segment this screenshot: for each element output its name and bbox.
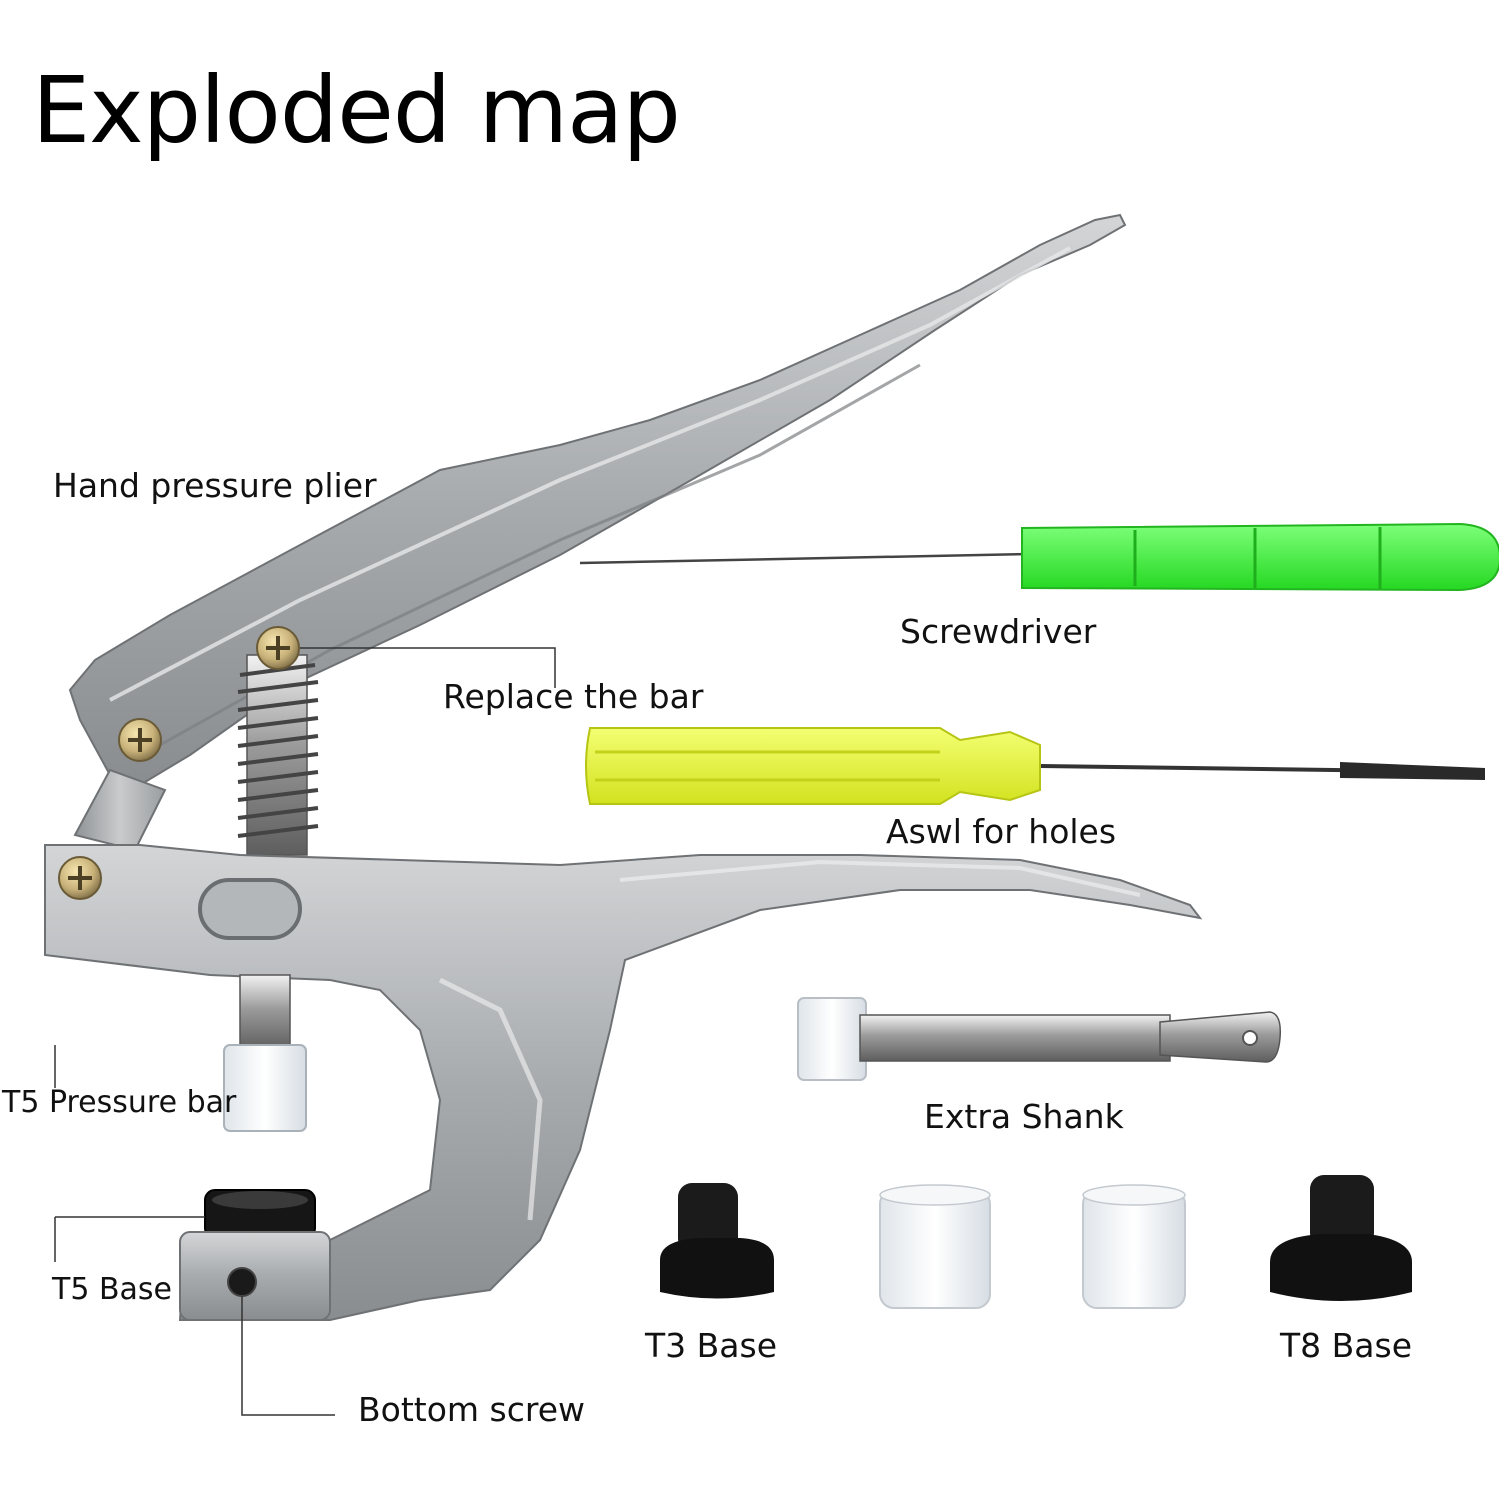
t3-base-part	[660, 1183, 774, 1299]
page-title: Exploded map	[32, 57, 681, 164]
awl-tool	[579, 522, 1499, 592]
label-t5-base: T5 Base	[52, 1272, 172, 1307]
label-screwdriver: Screwdriver	[900, 612, 1097, 651]
link-arm	[73, 768, 167, 852]
screw-icon	[118, 718, 162, 762]
label-extra-shank: Extra Shank	[924, 1097, 1124, 1136]
clear-part	[1082, 1184, 1186, 1309]
label-t3-base: T3 Base	[645, 1326, 777, 1365]
label-bottom-screw: Bottom screw	[358, 1390, 586, 1429]
screw-icon	[256, 626, 300, 670]
spring-assembly	[237, 654, 319, 856]
label-hand-pressure-plier: Hand pressure plier	[53, 466, 377, 505]
screwdriver-tool	[585, 727, 1486, 805]
label-t5-pressure-bar: T5 Pressure bar	[2, 1085, 237, 1120]
t8-base-part	[1270, 1175, 1412, 1301]
lower-body	[44, 844, 1203, 1321]
label-t8-base: T8 Base	[1280, 1326, 1412, 1365]
label-aswl-for-holes: Aswl for holes	[886, 812, 1117, 851]
callout-lines	[54, 647, 556, 1416]
extra-shank	[797, 997, 1282, 1081]
screw-icon	[58, 856, 102, 900]
label-replace-the-bar: Replace the bar	[443, 677, 704, 716]
clear-part	[879, 1184, 991, 1309]
screw-icons	[58, 626, 300, 900]
